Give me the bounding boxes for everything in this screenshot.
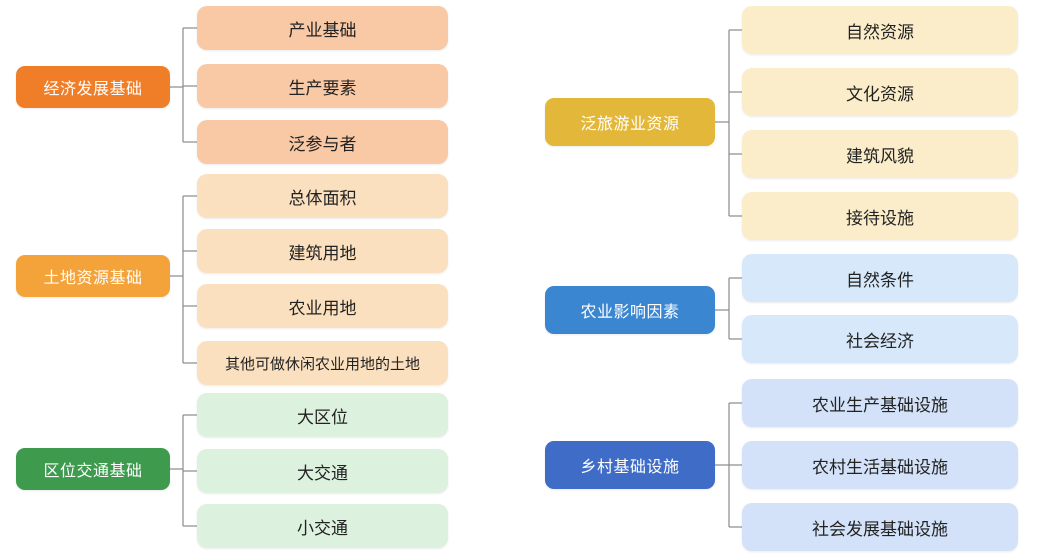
left-item-2-0: 大区位 xyxy=(197,393,448,437)
left-category-2: 区位交通基础 xyxy=(16,448,170,490)
left-item-0-2: 泛参与者 xyxy=(197,120,448,164)
left-item-1-3: 其他可做休闲农业用地的土地 xyxy=(197,341,448,385)
right-item-2-0: 农业生产基础设施 xyxy=(742,379,1018,427)
left-item-0-1: 生产要素 xyxy=(197,64,448,108)
left-item-1-1: 建筑用地 xyxy=(197,229,448,273)
right-item-0-1: 文化资源 xyxy=(742,68,1018,116)
right-item-0-2: 建筑风貌 xyxy=(742,130,1018,178)
left-category-1: 土地资源基础 xyxy=(16,255,170,297)
left-item-0-0: 产业基础 xyxy=(197,6,448,50)
left-item-2-2: 小交通 xyxy=(197,504,448,548)
right-category-0: 泛旅游业资源 xyxy=(545,98,715,146)
right-item-1-1: 社会经济 xyxy=(742,315,1018,363)
left-item-2-1: 大交通 xyxy=(197,449,448,493)
left-category-0: 经济发展基础 xyxy=(16,66,170,108)
right-item-0-0: 自然资源 xyxy=(742,6,1018,54)
right-item-2-1: 农村生活基础设施 xyxy=(742,441,1018,489)
right-category-2: 乡村基础设施 xyxy=(545,441,715,489)
right-item-2-2: 社会发展基础设施 xyxy=(742,503,1018,551)
right-category-1: 农业影响因素 xyxy=(545,286,715,334)
right-item-1-0: 自然条件 xyxy=(742,254,1018,302)
left-item-1-0: 总体面积 xyxy=(197,174,448,218)
left-item-1-2: 农业用地 xyxy=(197,284,448,328)
right-item-0-3: 接待设施 xyxy=(742,192,1018,240)
